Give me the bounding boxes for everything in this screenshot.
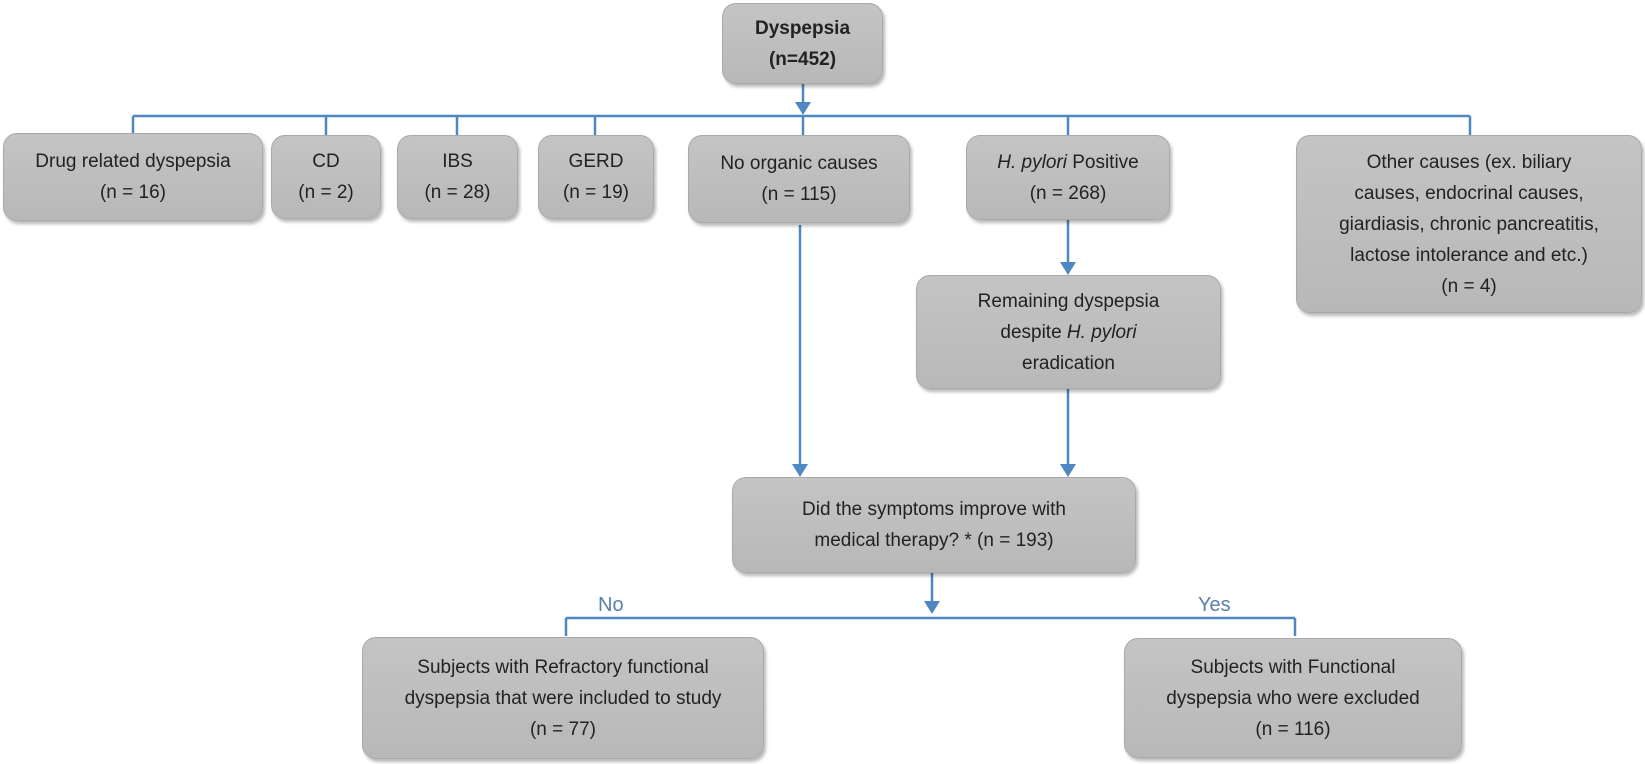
- hpylori-label: H. pylori Positive: [997, 147, 1139, 178]
- root-node: Dyspepsia (n=452): [722, 3, 883, 84]
- node-remaining-dyspepsia: Remaining dyspepsia despite H. pylori er…: [916, 275, 1221, 389]
- node-h-pylori-positive: H. pylori Positive (n = 268): [966, 135, 1170, 220]
- hpylori-rest: Positive: [1066, 151, 1139, 173]
- refractory-line1: Subjects with Refractory functional: [417, 656, 709, 678]
- ibs-count: (n = 28): [424, 182, 491, 203]
- other-line1: Other causes (ex. biliary: [1366, 151, 1572, 173]
- root-title: Dyspepsia: [754, 17, 851, 39]
- node-no-organic: No organic causes (n = 115): [688, 135, 910, 223]
- drug-label: Drug related dyspepsia: [35, 151, 231, 172]
- remaining-line2-pre: despite: [1000, 321, 1067, 343]
- refractory-count: (n = 77): [529, 718, 596, 740]
- cd-count: (n = 2): [298, 182, 354, 203]
- drug-count: (n = 16): [99, 182, 166, 203]
- node-other-causes: Other causes (ex. biliary causes, endocr…: [1296, 135, 1642, 313]
- gerd-label: GERD: [568, 151, 624, 172]
- hpylori-count: (n = 268): [1029, 182, 1107, 204]
- refractory-line2: dyspepsia that were included to study: [404, 687, 722, 709]
- noorganic-count: (n = 115): [761, 184, 837, 205]
- branch-label-no: No: [598, 594, 624, 616]
- remaining-line1: Remaining dyspepsia: [977, 290, 1160, 312]
- functional-line1: Subjects with Functional: [1190, 656, 1396, 678]
- remaining-line2: despite H. pylori: [1000, 317, 1136, 348]
- arrowhead-split: [924, 601, 940, 614]
- arrowhead-remaining: [1060, 262, 1076, 275]
- other-line2: causes, endocrinal causes,: [1354, 182, 1584, 204]
- other-count: (n = 4): [1441, 275, 1497, 297]
- remaining-line3: eradication: [1022, 352, 1115, 374]
- node-gerd: GERD (n = 19): [538, 135, 654, 219]
- node-ibs: IBS (n = 28): [397, 135, 518, 219]
- gerd-count: (n = 19): [562, 182, 629, 203]
- arrowhead-question-right: [1060, 464, 1076, 477]
- node-cd: CD (n = 2): [271, 135, 381, 219]
- noorganic-label: No organic causes: [720, 153, 878, 174]
- arrowhead-question-left: [792, 464, 808, 477]
- other-line4: lactose intolerance and etc.): [1350, 244, 1588, 266]
- node-question: Did the symptoms improve with medical th…: [732, 477, 1136, 573]
- arrowhead-root: [795, 102, 811, 115]
- functional-count: (n = 116): [1255, 718, 1331, 740]
- hpylori-italic: H. pylori: [997, 151, 1067, 173]
- question-line2: medical therapy? * (n = 193): [814, 530, 1054, 551]
- node-drug-related: Drug related dyspepsia (n = 16): [3, 133, 263, 221]
- root-count: (n=452): [768, 48, 837, 70]
- ibs-label: IBS: [442, 151, 473, 172]
- question-line1: Did the symptoms improve with: [802, 499, 1066, 520]
- node-functional-excluded: Subjects with Functional dyspepsia who w…: [1124, 638, 1462, 758]
- other-line3: giardiasis, chronic pancreatitis,: [1339, 213, 1599, 235]
- functional-line2: dyspepsia who were excluded: [1166, 687, 1420, 709]
- cd-label: CD: [312, 151, 340, 172]
- remaining-line2-italic: H. pylori: [1066, 321, 1137, 343]
- node-refractory-included: Subjects with Refractory functional dysp…: [362, 637, 764, 759]
- branch-label-yes: Yes: [1198, 594, 1231, 616]
